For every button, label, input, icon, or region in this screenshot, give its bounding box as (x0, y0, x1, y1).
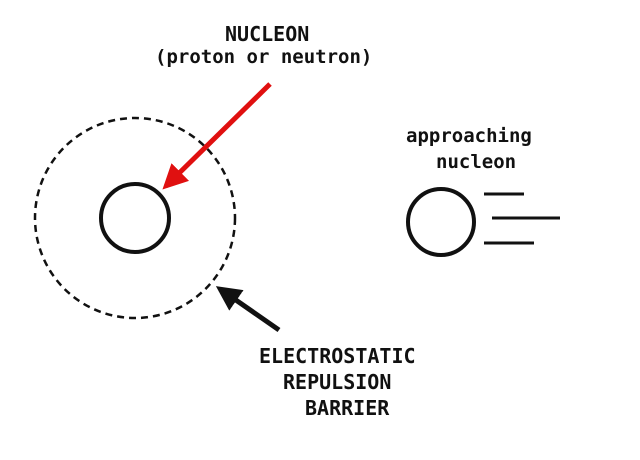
approaching-nucleon-circle (406, 187, 476, 257)
barrier-pointer-arrow (215, 286, 281, 333)
approaching-label-line2: nucleon (436, 151, 517, 173)
barrier-label-line1: ELECTROSTATIC (259, 344, 416, 368)
barrier-label-line2: REPULSION (283, 370, 392, 394)
nucleon-pointer-arrow (162, 82, 272, 190)
target-nucleon-circle (99, 182, 171, 254)
repulsion-barrier-boundary (33, 116, 237, 320)
barrier-label-line3: BARRIER (305, 396, 390, 420)
nucleon-label: NUCLEON (225, 22, 310, 46)
nucleon-sublabel: (proton or neutron) (155, 46, 373, 68)
approaching-label-line1: approaching (406, 125, 532, 147)
